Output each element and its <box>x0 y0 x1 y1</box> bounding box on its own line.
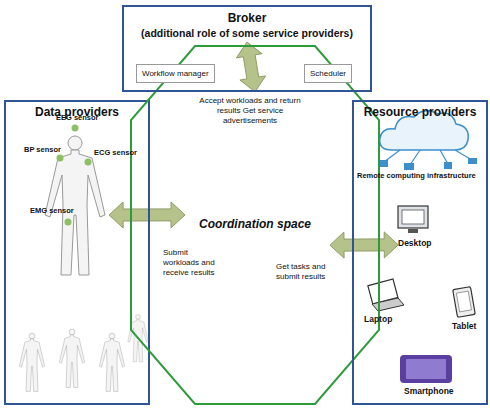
laptop-icon <box>368 279 404 311</box>
edge-label: Get tasks and submit results <box>276 262 342 282</box>
sensor-dot <box>65 219 72 226</box>
broker-box: Broker(additional role of some service p… <box>122 5 372 92</box>
sensor-dot <box>57 155 64 162</box>
node-subtitle: (additional role of some service provide… <box>124 25 370 39</box>
double-arrow <box>330 232 398 258</box>
node-title: Workflow manager <box>137 65 214 82</box>
device-label: Laptop <box>364 314 392 324</box>
device-label: Desktop <box>398 238 432 248</box>
workflow-box: Workflow manager <box>136 64 215 83</box>
device-label: Smartphone <box>404 386 454 396</box>
sensor-dot <box>72 125 79 132</box>
node-title: Coordination space <box>190 217 320 232</box>
desktop-icon <box>398 206 428 233</box>
human-figure <box>99 333 124 391</box>
sensor-label: EEG sensor <box>56 113 99 122</box>
double-arrow <box>236 42 265 92</box>
cloud-icon <box>378 111 477 170</box>
node-title: Broker <box>124 7 370 25</box>
human-figure <box>59 329 84 387</box>
scheduler-box: Scheduler <box>304 64 352 83</box>
sensor-label: ECG sensor <box>94 148 137 157</box>
node-title: Scheduler <box>305 65 351 82</box>
edge-label: Submit workloads and receive results <box>163 248 217 278</box>
double-arrow <box>109 202 185 228</box>
human-figure <box>19 333 44 391</box>
device-label: Tablet <box>452 321 476 331</box>
sensor-label: EMG sensor <box>30 206 74 215</box>
edge-label: Accept workloads and return results Get … <box>198 96 302 126</box>
device-label: Remote computing infrastructure <box>357 171 476 180</box>
node-title: Resource providers <box>354 102 486 119</box>
sensor-dot <box>85 159 92 166</box>
resource-providers-box: Resource providers <box>352 100 488 405</box>
smartphone-icon <box>400 355 452 383</box>
tablet-icon <box>453 287 476 318</box>
sensor-label: BP sensor <box>24 145 61 154</box>
